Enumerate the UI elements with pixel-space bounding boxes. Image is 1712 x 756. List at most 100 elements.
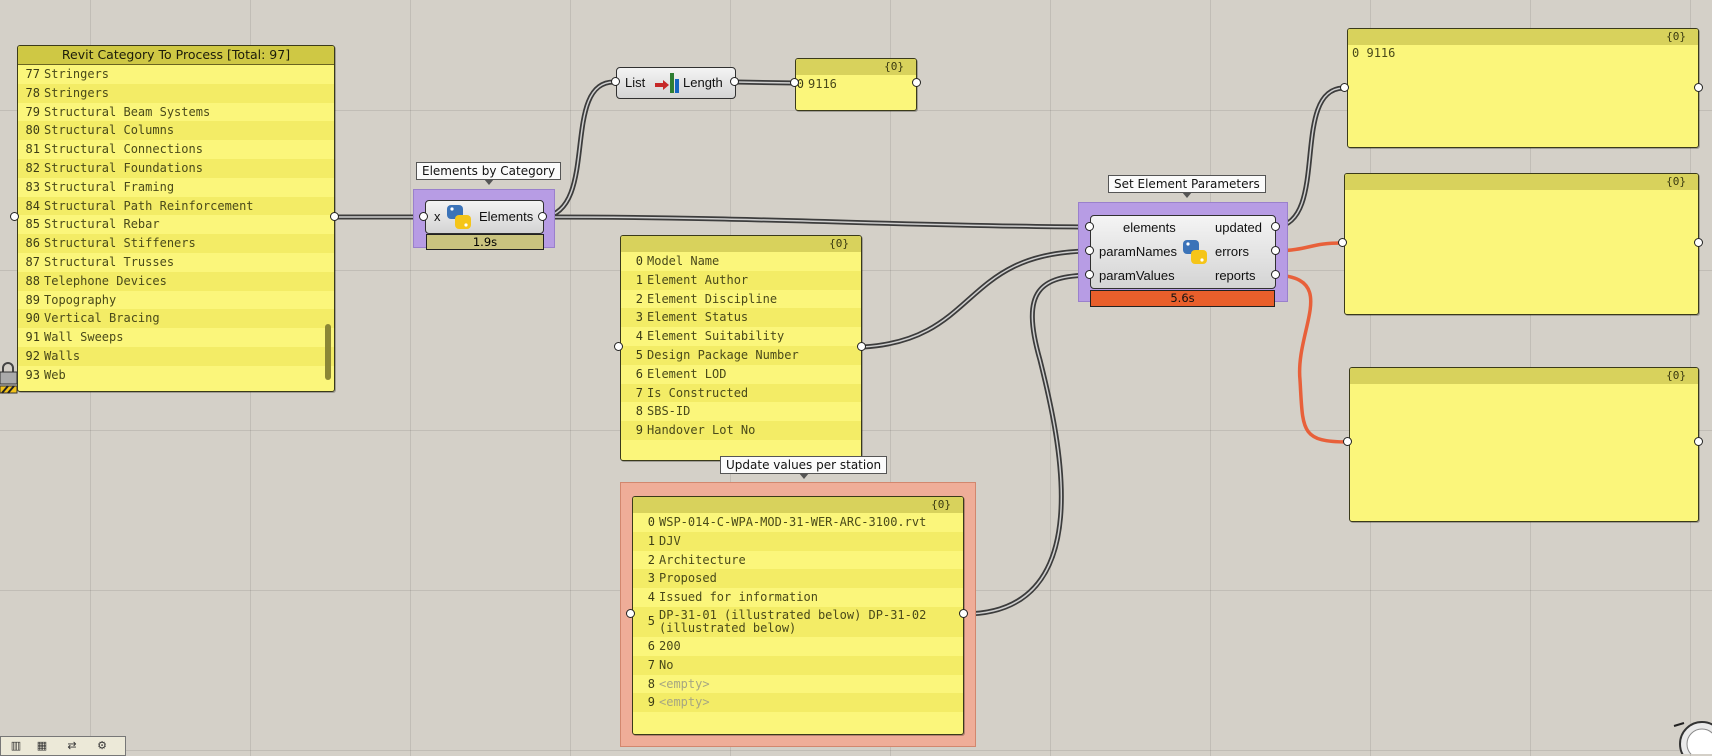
list-item-index: 3 [647,571,655,586]
list-length-component[interactable]: List Length [616,67,736,99]
list-item-value: Structural Foundations [44,160,203,175]
elements-by-category-component[interactable]: x Elements [425,200,544,234]
toolbar-flow-icon[interactable]: ⇄ [67,739,77,752]
param-values-output-port[interactable] [959,609,968,618]
category-panel-output-port[interactable] [330,212,339,221]
list-item: 0 9116 [1352,46,1396,60]
list-length-input-port[interactable] [611,77,620,86]
list-item-index: 8 [647,676,655,691]
elements-by-category-input-port[interactable] [419,212,428,221]
paramvalues-input-port[interactable] [1085,270,1094,279]
updated-panel-input-port[interactable] [1340,83,1349,92]
elements-input-port[interactable] [1085,222,1094,231]
list-item-value: Design Package Number [647,347,799,362]
list-item: 6 200 [633,636,963,656]
list-item-value: Element Author [647,272,749,287]
updated-panel-output-port[interactable] [1694,83,1703,92]
list-item-index: 0 [647,515,655,529]
reports-panel-input-port[interactable] [1343,437,1352,446]
list-item-value: Stringers [44,67,110,81]
errors-panel-input-port[interactable] [1338,238,1347,247]
list-item-value: Structural Path Reinforcement [44,198,254,213]
reports-panel-output-port[interactable] [1694,437,1703,446]
category-scrollbar[interactable] [325,324,331,380]
category-panel-input-port[interactable] [10,212,19,221]
toolbar-grid-icon[interactable]: ▦ [36,739,48,752]
list-item-value: Structural Trusses [44,254,175,269]
list-item-index: 4 [635,329,643,344]
list-item: 84 Structural Path Reinforcement [18,196,334,216]
elements-by-category-output-port[interactable] [538,212,547,221]
param-names-input-port[interactable] [614,342,623,351]
list-item-value: 200 [659,638,681,653]
list-item-index: 91 [25,330,40,345]
output-elements-label: Elements [479,209,534,224]
category-list-panel[interactable]: Revit Category To Process [Total: 97] 77… [17,45,335,392]
param-names-output-port[interactable] [857,342,866,351]
errors-panel-output-port[interactable] [1694,238,1703,247]
updated-panel[interactable]: {0} 0 9116 [1347,28,1699,148]
paramnames-input-port[interactable] [1085,246,1094,255]
navigation-compass-icon[interactable] [1672,714,1712,754]
list-item-index: 79 [25,104,40,119]
set-element-parameters-component[interactable]: elements paramNames paramValues updated … [1090,215,1276,289]
updated-output-port[interactable] [1271,222,1280,231]
list-item-index: 84 [25,198,40,213]
list-item-value: Model Name [647,254,720,268]
length-panel-input-port[interactable] [790,78,799,87]
toolbar-chart-icon[interactable]: ▥ [10,739,22,752]
list-item-index: 6 [635,366,643,381]
toolbar-network-icon[interactable]: ⚙ [97,739,107,752]
list-item-value: Structural Rebar [44,217,160,232]
reports-panel-path: {0} [1350,368,1698,384]
list-item-index: 6 [647,638,655,653]
list-length-output-port[interactable] [730,77,739,86]
list-item-value: Web [44,367,66,382]
list-item-value: <empty> [659,695,710,710]
list-item-value: Telephone Devices [44,273,167,288]
reports-output-port[interactable] [1271,270,1280,279]
list-item-index: 1 [647,533,655,548]
lock-icon [0,362,18,394]
errors-panel-path: {0} [1345,174,1698,190]
list-length-left-label: List [625,75,646,90]
param-values-input-port[interactable] [626,609,635,618]
length-panel-path: {0} [796,59,916,75]
list-item: 9<empty> [633,693,963,713]
list-item-index: 8 [635,404,643,419]
updated-panel-path: {0} [1348,29,1698,45]
list-item-index: 3 [635,310,643,325]
list-item-index: 89 [25,292,40,307]
length-panel-output-port[interactable] [912,78,921,87]
errors-panel[interactable]: {0} [1344,173,1699,315]
reports-panel[interactable]: {0} [1349,367,1699,522]
input-paramvalues-label: paramValues [1099,268,1175,283]
values-group-label: Update values per station [720,456,888,479]
output-errors-label: errors [1215,244,1249,259]
errors-output-port[interactable] [1271,246,1280,255]
